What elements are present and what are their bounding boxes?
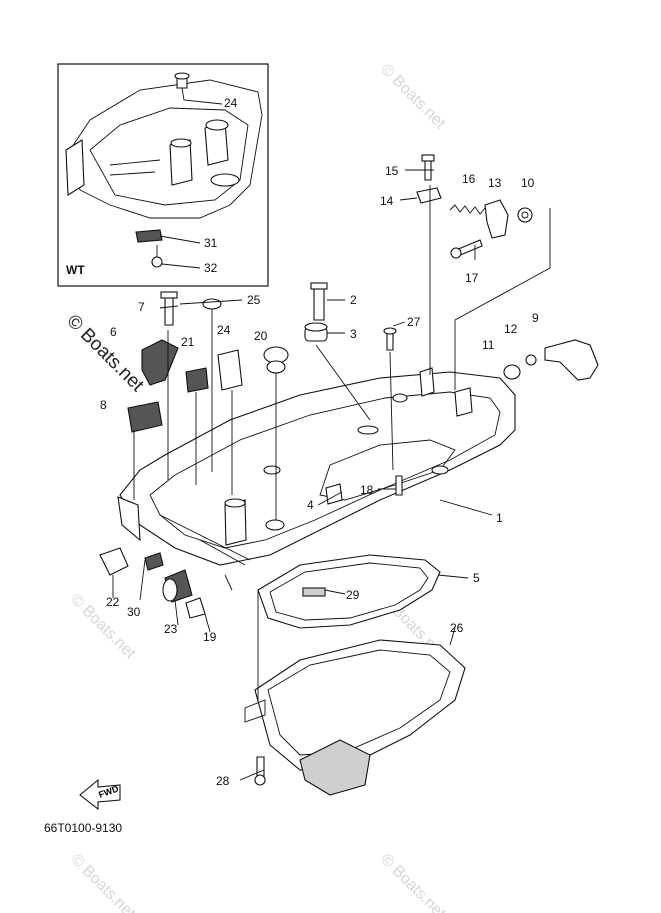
callout-27: 27 [407, 315, 421, 329]
fwd-arrow: FWD [79, 778, 121, 811]
callout-1: 1 [496, 511, 503, 525]
callout-10: 10 [521, 176, 535, 190]
callout-22: 22 [106, 595, 120, 609]
callout-6: 6 [110, 325, 117, 339]
callout-11: 11 [482, 338, 495, 352]
callout-7: 7 [138, 300, 145, 314]
watermark-main: © Boats.net [62, 311, 148, 397]
callout-32: 32 [204, 261, 218, 275]
callout-5: 5 [473, 571, 480, 585]
callout-4: 4 [307, 498, 314, 512]
watermark: © Boats.net [377, 851, 449, 913]
callout-23: 23 [164, 622, 178, 636]
callout-15: 15 [385, 164, 399, 178]
callout-24: 24 [217, 323, 231, 337]
callout-25: 25 [247, 293, 261, 307]
callout-31: 31 [204, 236, 218, 250]
watermark: © Boats.net [67, 591, 139, 663]
callout-12: 12 [504, 322, 518, 336]
watermark: © Boats.net [67, 851, 139, 913]
callout-26: 26 [450, 621, 464, 635]
callout-17: 17 [465, 271, 479, 285]
callout-14: 14 [380, 194, 394, 208]
inset-label: WT [66, 263, 85, 277]
leader-lines [112, 169, 551, 781]
callout-29: 29 [346, 588, 360, 602]
watermark: © Boats.net [377, 61, 449, 133]
callout-19: 19 [203, 630, 217, 644]
diagram-code: 66T0100-9130 [44, 821, 122, 835]
part-26-lower-cover [244, 639, 466, 796]
callout-16: 16 [462, 172, 476, 186]
inset-wt: 24 31 32 WT [57, 63, 269, 287]
callouts: 1 2 3 4 5 6 7 8 9 10 11 12 13 14 15 16 1… [100, 164, 539, 788]
callout-8: 8 [100, 398, 107, 412]
bottom-cowling [117, 367, 516, 566]
small-parts [99, 154, 599, 786]
callout-20: 20 [254, 329, 268, 343]
callout-2: 2 [350, 293, 357, 307]
callout-21: 21 [181, 335, 195, 349]
callout-24-inset: 24 [224, 96, 238, 110]
callout-18: 18 [360, 483, 374, 497]
callout-30: 30 [127, 605, 141, 619]
callout-3: 3 [350, 327, 357, 341]
callout-28: 28 [216, 774, 230, 788]
callout-9: 9 [532, 311, 539, 325]
callout-13: 13 [488, 176, 502, 190]
